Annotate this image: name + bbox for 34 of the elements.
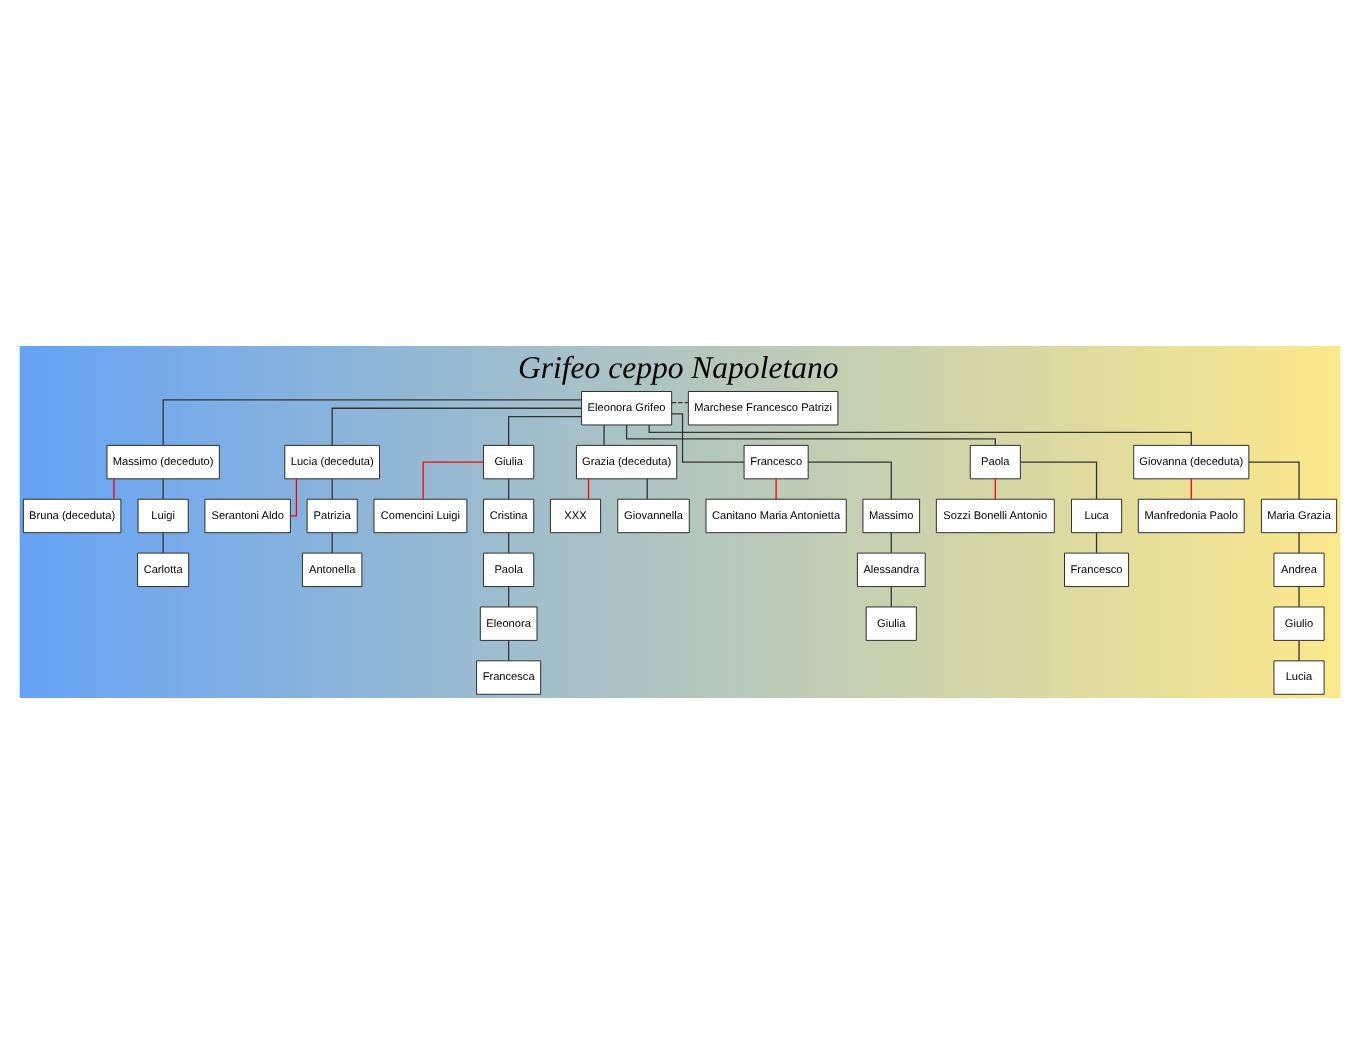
connector <box>113 478 115 500</box>
connector <box>508 532 510 554</box>
connector <box>994 478 996 500</box>
connector <box>331 478 333 500</box>
connector <box>508 415 582 446</box>
connector <box>603 424 605 446</box>
connector <box>331 532 333 554</box>
connector <box>1190 478 1192 500</box>
connector <box>890 532 892 554</box>
connector <box>508 639 510 662</box>
connector <box>1298 639 1300 662</box>
connector <box>775 478 777 500</box>
connector <box>422 461 485 500</box>
connector <box>162 478 164 500</box>
connector <box>1019 461 1098 500</box>
connector <box>331 407 582 446</box>
connector <box>162 399 582 446</box>
connector <box>1298 532 1300 554</box>
connector <box>508 478 510 500</box>
connector <box>1298 585 1300 608</box>
diagram-title: Grifeo ceppo Napoletano <box>517 351 839 386</box>
connector <box>646 478 648 500</box>
connector <box>508 585 510 608</box>
connector <box>671 402 689 404</box>
connector <box>1248 461 1300 500</box>
connector <box>289 478 298 517</box>
connector <box>648 424 1192 446</box>
connector <box>890 585 892 608</box>
connector <box>807 461 892 500</box>
connector <box>625 424 996 446</box>
connector <box>671 413 745 463</box>
connector <box>587 478 590 500</box>
connector <box>162 532 164 554</box>
connector <box>1095 532 1098 554</box>
